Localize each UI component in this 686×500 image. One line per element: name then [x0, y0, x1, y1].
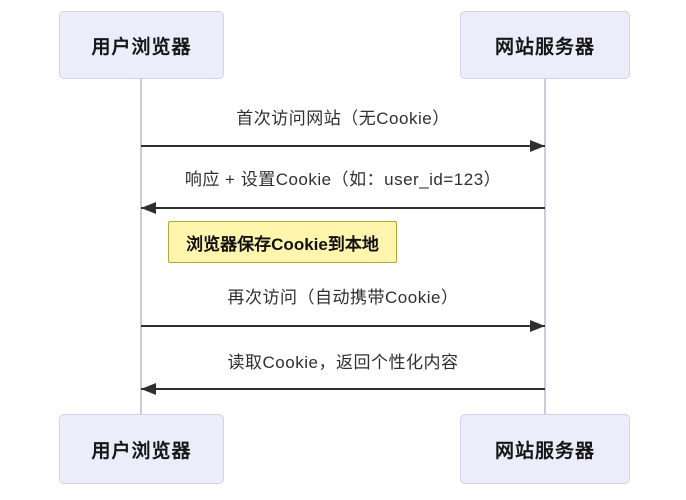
message-2-label: 响应 + 设置Cookie（如：user_id=123）: [184, 170, 502, 189]
message-1-label: 首次访问网站（无Cookie）: [236, 109, 450, 128]
actor-top-user-browser: 用户浏览器: [59, 11, 224, 79]
message-3-arrow: [141, 325, 545, 327]
message-1-arrow: [141, 145, 545, 147]
lifeline-user-browser: [140, 79, 142, 414]
actor-bottom-user-browser: 用户浏览器: [59, 414, 224, 484]
actor-label: 网站服务器: [494, 36, 595, 58]
message-3-label: 再次访问（自动携带Cookie）: [227, 288, 459, 307]
message-4-label: 读取Cookie，返回个性化内容: [227, 353, 459, 372]
message-1-arrowhead-icon: [530, 140, 545, 152]
message-4-arrow: [141, 388, 545, 390]
message-2-arrow: [141, 207, 545, 209]
actor-label: 用户浏览器: [91, 36, 192, 58]
actor-top-web-server: 网站服务器: [460, 11, 630, 79]
note-label: 浏览器保存Cookie到本地: [186, 234, 379, 254]
message-2-arrowhead-icon: [141, 202, 156, 214]
actor-label: 用户浏览器: [91, 440, 192, 462]
lifeline-web-server: [544, 79, 546, 414]
note-box: 浏览器保存Cookie到本地: [168, 221, 397, 263]
message-4-arrowhead-icon: [141, 383, 156, 395]
message-3-arrowhead-icon: [530, 320, 545, 332]
actor-label: 网站服务器: [494, 440, 595, 462]
actor-bottom-web-server: 网站服务器: [460, 414, 630, 484]
